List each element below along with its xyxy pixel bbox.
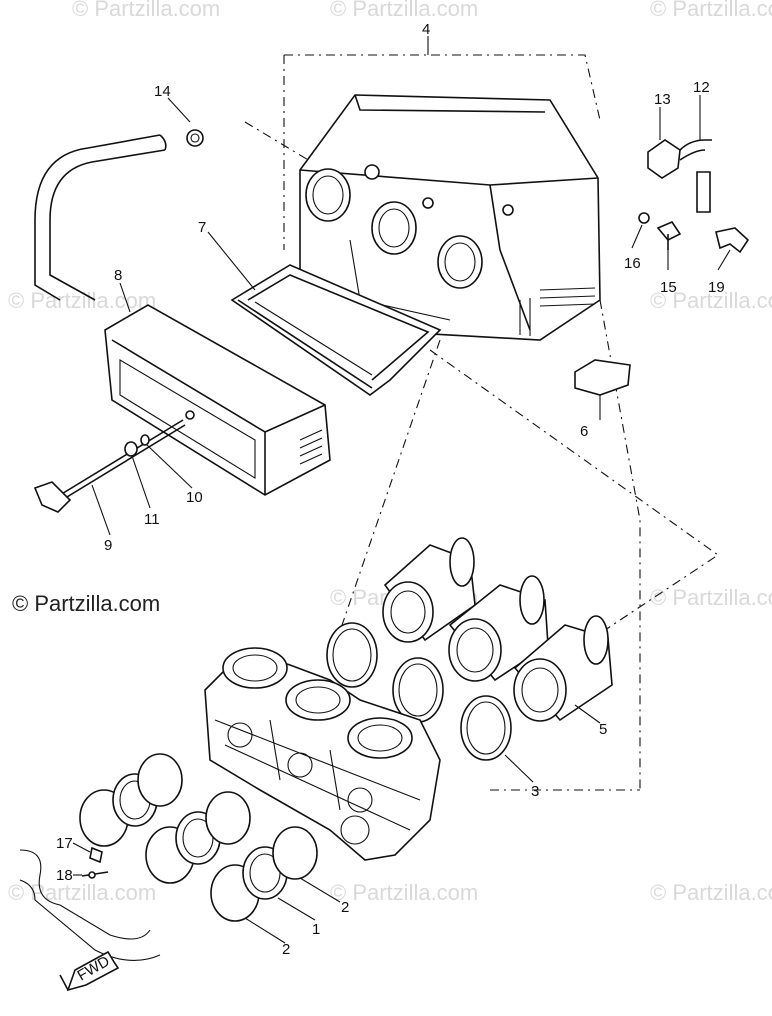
callout-14: 14 bbox=[154, 83, 171, 100]
callout-6: 6 bbox=[580, 423, 588, 440]
hose-cap bbox=[647, 139, 681, 179]
callout-3: 3 bbox=[531, 783, 539, 800]
callout-8: 8 bbox=[114, 267, 122, 284]
callout-5: 5 bbox=[599, 721, 607, 738]
watermark: © Partzilla.com bbox=[650, 585, 772, 610]
air-box-cover bbox=[104, 304, 331, 496]
vent-tube bbox=[19, 846, 161, 961]
intake-joints bbox=[382, 537, 613, 722]
callout-7: 7 bbox=[198, 219, 206, 236]
callout-labels: 4 14 13 12 7 8 16 15 19 6 10 11 9 5 3 17… bbox=[56, 21, 725, 958]
callout-17: 17 bbox=[56, 835, 73, 852]
callout-10: 10 bbox=[186, 489, 203, 506]
callout-9: 9 bbox=[104, 537, 112, 554]
joint-hose bbox=[679, 139, 712, 213]
leader-lines bbox=[72, 36, 731, 944]
callout-15: 15 bbox=[660, 279, 677, 296]
watermark: © Partzilla.com bbox=[650, 288, 772, 313]
copyright-watermark: © Partzilla.com bbox=[12, 591, 161, 616]
clip bbox=[715, 227, 750, 254]
callout-18: 18 bbox=[56, 867, 73, 884]
screw bbox=[656, 221, 682, 250]
callout-19: 19 bbox=[708, 279, 725, 296]
watermark: © Partzilla.com bbox=[650, 880, 772, 905]
callout-16: 16 bbox=[624, 255, 641, 272]
carburetor-joints bbox=[79, 753, 318, 922]
callout-2: 2 bbox=[282, 941, 290, 958]
hose-bands-upper bbox=[326, 622, 512, 761]
callout-2: 2 bbox=[341, 899, 349, 916]
air-box-case bbox=[299, 94, 601, 341]
carburetor-assembly bbox=[204, 647, 441, 861]
air-filter-element bbox=[230, 264, 442, 396]
washer bbox=[638, 212, 650, 224]
callout-12: 12 bbox=[693, 79, 710, 96]
watermark: © Partzilla.com bbox=[650, 0, 772, 21]
callout-11: 11 bbox=[144, 511, 160, 528]
cover-bolt bbox=[33, 419, 186, 513]
callout-1: 1 bbox=[312, 921, 320, 938]
watermark: © Partzilla.com bbox=[330, 880, 479, 905]
callout-4: 4 bbox=[422, 21, 430, 38]
forward-direction-arrow bbox=[59, 950, 120, 992]
watermark: © Partzilla.com bbox=[72, 0, 221, 21]
callout-13: 13 bbox=[654, 91, 671, 108]
grommet bbox=[574, 359, 631, 396]
watermark: © Partzilla.com bbox=[330, 0, 479, 21]
watermark: © Partzilla.com bbox=[8, 880, 157, 905]
breather-hose bbox=[34, 129, 204, 301]
